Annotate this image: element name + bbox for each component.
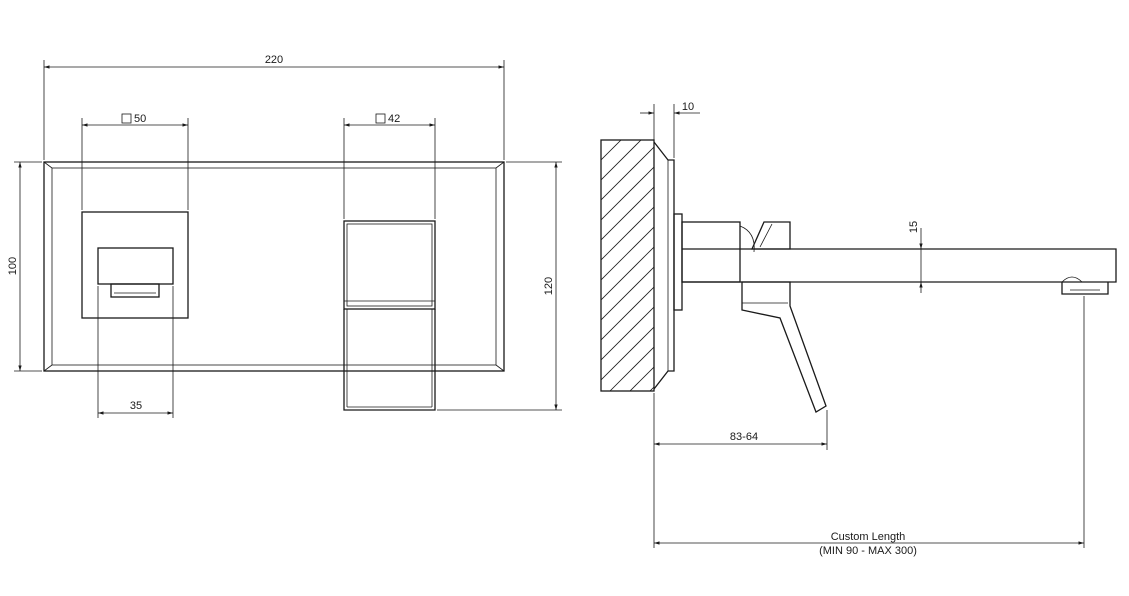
left-knob-base (110, 283, 160, 298)
dim-offset: 35 (130, 400, 142, 412)
dim-wall-plate-thickness: 10 (682, 101, 694, 113)
side-lever-handle (741, 281, 827, 413)
wall-hatching (601, 140, 654, 391)
left-knob (97, 247, 174, 285)
dim-overall-width: 220 (265, 54, 283, 66)
spout-aerator (1061, 282, 1109, 295)
right-lever-handle (343, 309, 436, 411)
dim-left-body-size: 50 (134, 113, 146, 125)
dim-custom-length-label: Custom Length (831, 531, 906, 543)
front-plate-inner (51, 167, 497, 366)
dim-spout-thickness: 15 (908, 221, 920, 233)
front-view: 220 50 42 100 120 35 (7, 54, 562, 418)
dim-overall-height: 100 (7, 257, 19, 275)
dim-right-body-size: 42 (388, 113, 400, 125)
side-lever-top (750, 221, 791, 250)
dim-plate-height: 120 (543, 277, 555, 295)
left-control-body (81, 211, 189, 319)
dim-custom-length-range: (MIN 90 - MAX 300) (819, 545, 917, 557)
front-plate (43, 161, 505, 372)
side-view: 10 15 83-64 Custom Length (MIN 90 - MAX … (600, 101, 1117, 557)
dim-lever-reach: 83-64 (730, 431, 758, 443)
square-symbol-icon (375, 113, 386, 124)
right-control-body (343, 220, 436, 310)
side-wall-plate (653, 141, 675, 390)
side-spout (682, 248, 1117, 283)
side-mixer-body (681, 221, 741, 283)
wall-section (600, 139, 655, 392)
square-symbol-icon (121, 113, 132, 124)
